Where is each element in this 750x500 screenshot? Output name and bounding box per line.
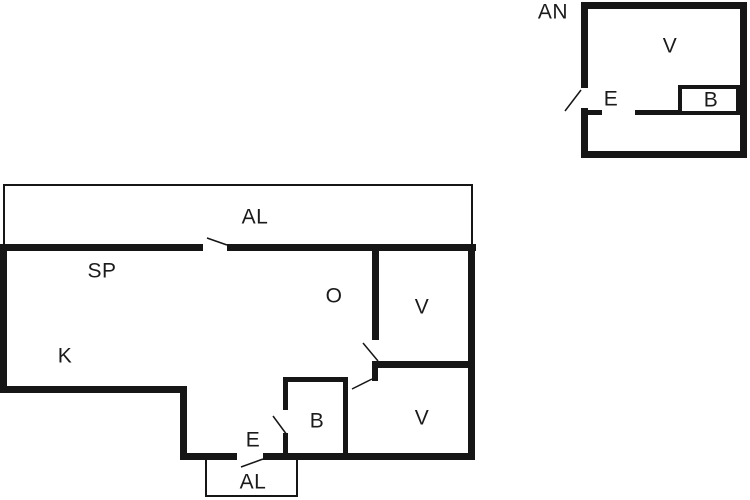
room-label-o: O bbox=[325, 284, 343, 308]
main-wall-kitchen-bottom bbox=[0, 386, 187, 393]
room-label-v-bottom: V bbox=[414, 406, 430, 430]
annex-room-label-e: E bbox=[603, 87, 619, 111]
room-label-al-bottom: AL bbox=[239, 470, 267, 494]
annex-room-label-v: V bbox=[662, 34, 678, 58]
wall-stub-v-bottom bbox=[372, 368, 378, 381]
bathroom-wall-top bbox=[283, 377, 348, 382]
room-label-k: K bbox=[57, 344, 73, 368]
annex-hall-wall-left bbox=[588, 110, 602, 115]
annex-room-label-b: B bbox=[703, 88, 719, 112]
wall-between-v-and-v bbox=[372, 361, 475, 368]
annex-entry-door-opening bbox=[579, 88, 590, 108]
terrace-top-door-opening bbox=[203, 243, 227, 252]
bathroom-wall-right bbox=[343, 377, 348, 457]
door-swing-v-bottom bbox=[351, 378, 373, 390]
annex-title-label: AN bbox=[537, 0, 569, 24]
door-swing-v-top bbox=[362, 342, 379, 362]
room-label-al-top: AL bbox=[241, 205, 269, 229]
main-wall-right bbox=[468, 244, 475, 460]
main-wall-top bbox=[0, 244, 476, 251]
wall-between-o-and-v bbox=[372, 244, 379, 340]
terrace-bottom-door-opening bbox=[237, 452, 263, 461]
room-label-b: B bbox=[309, 409, 325, 433]
main-wall-left bbox=[0, 244, 7, 393]
bathroom-wall-left-lower bbox=[283, 433, 288, 457]
bathroom-wall-left-upper bbox=[283, 377, 288, 410]
room-label-e: E bbox=[245, 428, 261, 452]
room-label-v-top: V bbox=[414, 295, 430, 319]
annex-bathroom-wall bbox=[678, 85, 740, 115]
terrace-top-outline bbox=[3, 184, 473, 246]
annex-outer-wall bbox=[581, 2, 747, 158]
main-wall-step bbox=[180, 386, 187, 460]
room-label-sp: SP bbox=[87, 259, 117, 283]
main-wall-bottom bbox=[180, 453, 475, 460]
